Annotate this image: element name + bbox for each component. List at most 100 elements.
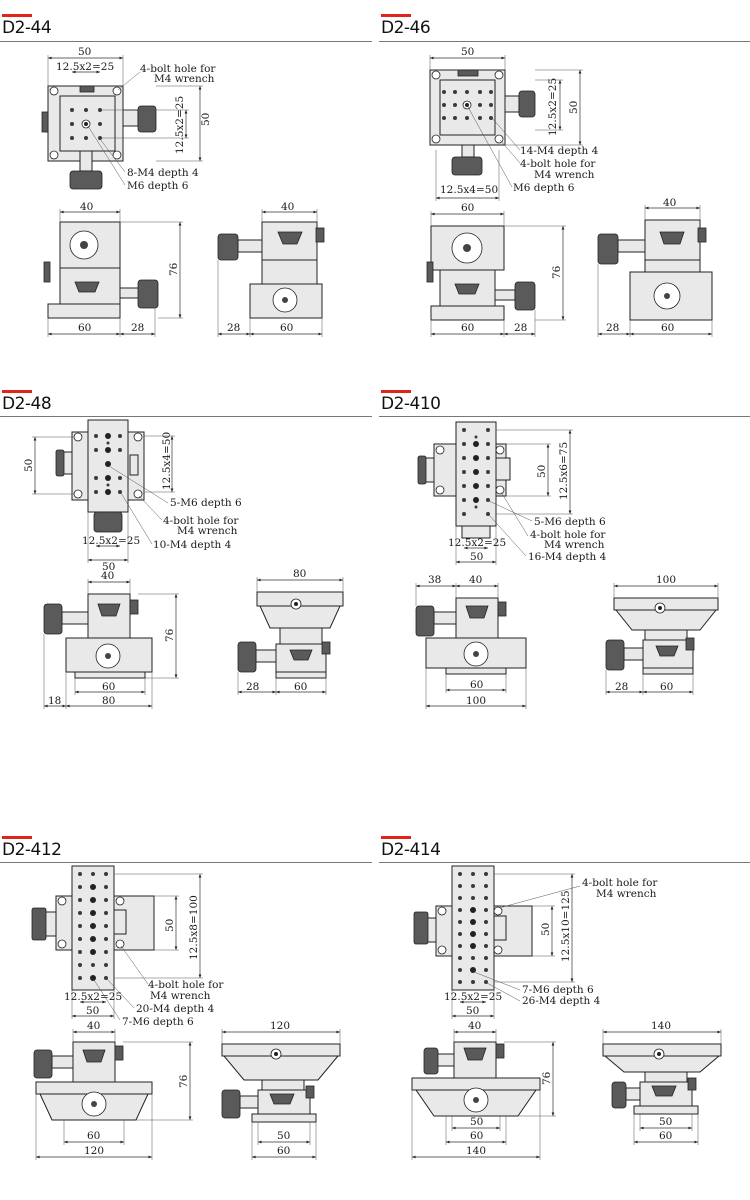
d2-44-side-view <box>217 209 325 337</box>
d2-414-front-base-label: 50 <box>470 1116 483 1128</box>
title-rule <box>379 862 750 863</box>
d2-46-pitch-x-label: 12.5x4=50 <box>440 184 498 196</box>
d2-414-top-view <box>413 865 581 1019</box>
d2-410-callout: 5-M6 depth 6 <box>534 516 606 528</box>
d2-46-height-label: 50 <box>568 101 580 114</box>
d2-48-callout: M4 wrench <box>177 525 238 537</box>
d2-412-callout: 20-M4 depth 4 <box>136 1003 215 1015</box>
d2-44-side-top-label: 40 <box>281 201 294 213</box>
d2-410-front-side-top-label: 38 <box>428 574 441 586</box>
d2-44-pitch-x-label: 12.5x2=25 <box>56 61 114 73</box>
d2-46-front-height-label: 76 <box>551 265 563 279</box>
d2-414-front-top-label: 40 <box>468 1020 481 1032</box>
d2-412-front-view <box>33 1029 193 1160</box>
d2-44-side-side-label: 28 <box>227 322 240 334</box>
d2-410-top-view <box>417 421 573 565</box>
d2-412-front-base-label: 60 <box>87 1130 100 1142</box>
d2-410-callout: 4-bolt hole for <box>530 529 606 541</box>
d2-48-front-height-label: 76 <box>164 628 176 642</box>
d2-410-side-base-label: 60 <box>660 681 673 693</box>
d2-410-pitch-y-label: 12.5x6=75 <box>558 442 570 500</box>
d2-48-pitch-x-label: 12.5x2=25 <box>82 535 140 547</box>
title-accent <box>2 390 32 393</box>
d2-412-side-base2-label: 60 <box>277 1145 290 1157</box>
d2-48-side-view <box>237 577 344 695</box>
d2-414-height-label: 50 <box>540 923 552 936</box>
d2-44-callout: 4-bolt hole for <box>140 63 216 75</box>
d2-410-callout: M4 wrench <box>544 539 605 551</box>
title-accent <box>381 14 411 17</box>
d2-410-height-label: 50 <box>536 465 548 478</box>
section-title-d2-48: D2-48 <box>2 394 52 414</box>
d2-48-height-label: 50 <box>23 459 35 472</box>
d2-44-front-view <box>43 209 183 337</box>
d2-46-top-view <box>429 55 583 201</box>
d2-44-callout: M4 wrench <box>154 73 215 85</box>
title-rule <box>0 41 372 42</box>
d2-48-side-top-label: 80 <box>293 568 306 580</box>
d2-48-front-top-label: 40 <box>101 570 114 582</box>
d2-44-height-label: 50 <box>200 113 212 126</box>
d2-414-side-base-label: 50 <box>659 1116 672 1128</box>
d2-414-side-top-label: 140 <box>651 1020 671 1032</box>
d2-410-front-base-label: 60 <box>470 679 483 691</box>
d2-410-pitch-x-label: 12.5x2=25 <box>448 537 506 549</box>
d2-44-pitch-y-label: 12.5x2=25 <box>174 96 186 154</box>
d2-44-side-base-label: 60 <box>280 322 293 334</box>
d2-412-front-base2-label: 120 <box>84 1145 104 1157</box>
d2-44-front-height-label: 76 <box>168 262 180 276</box>
d2-412-callout: 7-M6 depth 6 <box>122 1016 194 1028</box>
title-accent <box>381 836 411 839</box>
d2-412-callout: 4-bolt hole for <box>148 979 224 991</box>
d2-46-side-view <box>597 205 713 337</box>
d2-414-pitch-y-label: 12.5x10=125 <box>560 890 572 962</box>
d2-44-top-view <box>41 55 203 190</box>
title-rule <box>379 41 750 42</box>
d2-414-front-base3-label: 140 <box>466 1145 486 1157</box>
d2-414-front-height-label: 76 <box>541 1071 553 1085</box>
section-title-d2-412: D2-412 <box>2 840 62 860</box>
d2-48-callout: 5-M6 depth 6 <box>170 497 242 509</box>
d2-410-side-side-label: 28 <box>615 681 628 693</box>
d2-46-side-top-label: 40 <box>663 197 676 209</box>
d2-48-width-label: 50 <box>102 561 115 573</box>
title-rule <box>0 862 372 863</box>
d2-46-callout: 14-M4 depth 4 <box>520 145 599 157</box>
d2-44-front-top-label: 40 <box>80 201 93 213</box>
d2-412-side-base-label: 50 <box>277 1130 290 1142</box>
d2-48-front-view <box>43 579 179 709</box>
d2-44-width-label: 50 <box>78 46 91 58</box>
d2-46-callout: M4 wrench <box>534 169 595 181</box>
d2-414-side-base2-label: 60 <box>659 1130 672 1142</box>
section-title-d2-46: D2-46 <box>381 18 431 38</box>
d2-414-front-base2-label: 60 <box>470 1130 483 1142</box>
title-rule <box>0 416 372 417</box>
d2-44-callout: M6 depth 6 <box>127 180 189 192</box>
d2-410-front-top-label: 40 <box>469 574 482 586</box>
d2-46-side-base-label: 60 <box>661 322 674 334</box>
d2-412-height-label: 50 <box>164 919 176 932</box>
d2-414-pitch-x-label: 12.5x2=25 <box>444 991 502 1003</box>
section-title-d2-414: D2-414 <box>381 840 441 860</box>
section-title-d2-410: D2-410 <box>381 394 441 414</box>
d2-44-front-base-label: 60 <box>78 322 91 334</box>
d2-44-front-side-label: 28 <box>131 322 144 334</box>
d2-46-front-view <box>426 211 566 337</box>
d2-48-front-base2-label: 80 <box>102 695 115 707</box>
title-accent <box>2 836 32 839</box>
d2-410-callout: 16-M4 depth 4 <box>528 551 607 563</box>
d2-46-side-side-label: 28 <box>606 322 619 334</box>
title-rule <box>379 416 750 417</box>
d2-44-callout: 8-M4 depth 4 <box>127 167 199 179</box>
d2-48-callout: 4-bolt hole for <box>163 515 239 527</box>
d2-414-callout: 7-M6 depth 6 <box>522 984 594 996</box>
d2-46-callout: M6 depth 6 <box>513 182 575 194</box>
d2-410-front-base2-label: 100 <box>466 695 486 707</box>
d2-412-pitch-x-label: 12.5x2=25 <box>64 991 122 1003</box>
d2-48-callout: 10-M4 depth 4 <box>153 539 232 551</box>
d2-412-side-top-label: 120 <box>270 1020 290 1032</box>
d2-414-width-label: 50 <box>466 1005 479 1017</box>
d2-410-width-label: 50 <box>470 551 483 563</box>
d2-48-front-side-label: 18 <box>48 695 61 707</box>
